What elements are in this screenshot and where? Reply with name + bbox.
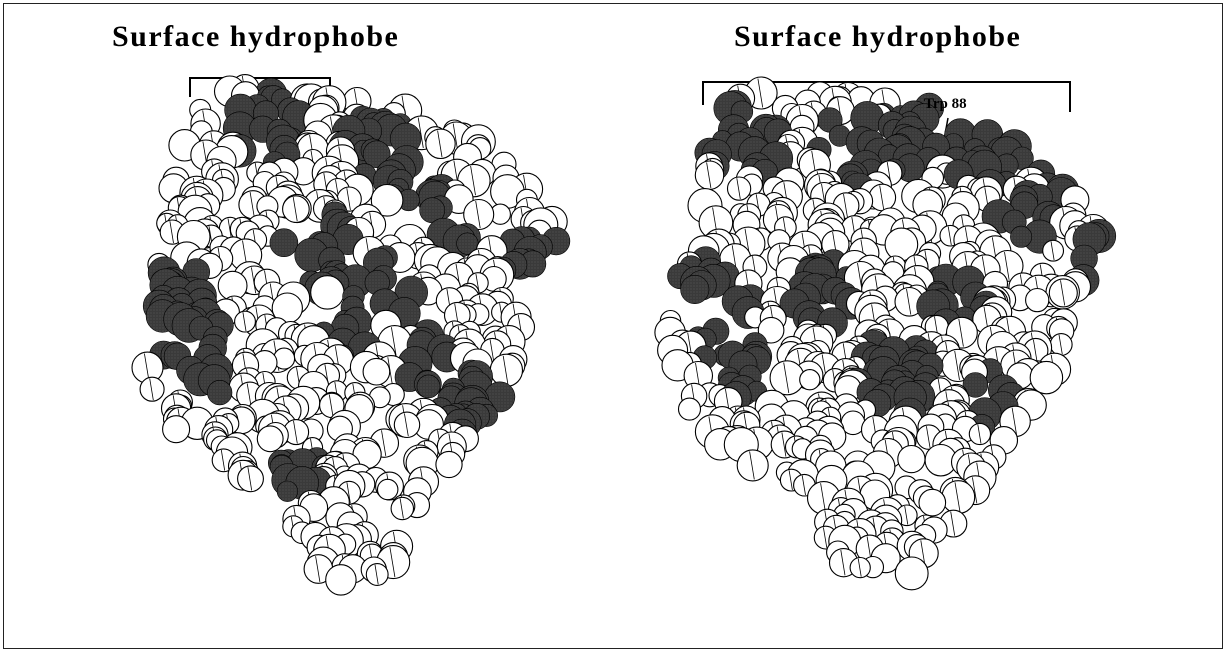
- left-polar-atom: [235, 311, 256, 332]
- right-polar-atom: [898, 446, 925, 473]
- right-polar-atom: [895, 557, 928, 590]
- right-polar-atom: [737, 450, 768, 481]
- left-polar-atom: [363, 358, 390, 385]
- left-polar-atom: [366, 564, 388, 586]
- left-polar-atom: [378, 479, 398, 499]
- right-polar-atom: [850, 558, 870, 578]
- left-polar-atom: [311, 276, 344, 309]
- right-polar-atom: [1049, 279, 1077, 307]
- right-polar-atom: [1030, 361, 1062, 393]
- left-polar-atom: [238, 466, 264, 492]
- right-polar-atom: [800, 370, 820, 390]
- left-polar-atom: [140, 377, 164, 401]
- left-polar-atom: [163, 416, 190, 443]
- left-polar-atom: [391, 497, 413, 519]
- right-polar-atom: [942, 481, 975, 514]
- left-protein-model: [132, 75, 570, 596]
- left-polar-atom: [490, 354, 522, 386]
- left-polar-atom: [326, 565, 356, 595]
- left-hydrophobic-atom: [417, 375, 440, 398]
- right-polar-atom: [1026, 289, 1049, 312]
- left-hydrophobic-atom: [277, 481, 298, 502]
- left-polar-atom: [283, 196, 310, 223]
- right-polar-atom: [969, 423, 990, 444]
- left-hydrophobic-atom: [270, 229, 298, 257]
- right-polar-atom: [1043, 240, 1064, 261]
- right-hydrophobic-atom: [681, 275, 709, 303]
- left-hydrophobic-atom: [207, 380, 232, 405]
- left-polar-atom: [426, 129, 455, 158]
- right-polar-atom: [770, 361, 804, 395]
- right-polar-atom: [679, 398, 701, 420]
- right-protein-model: [655, 77, 1116, 590]
- left-polar-atom: [436, 451, 462, 477]
- right-polar-atom: [728, 177, 751, 200]
- right-hydrophobic-atom: [1010, 226, 1031, 247]
- right-polar-atom: [1050, 334, 1072, 356]
- trp88-label: Trp 88: [924, 96, 967, 113]
- left-polar-atom: [257, 426, 283, 452]
- right-polar-atom: [869, 184, 896, 211]
- right-polar-atom: [919, 489, 946, 516]
- left-polar-atom: [394, 412, 419, 437]
- right-polar-atom: [695, 161, 723, 189]
